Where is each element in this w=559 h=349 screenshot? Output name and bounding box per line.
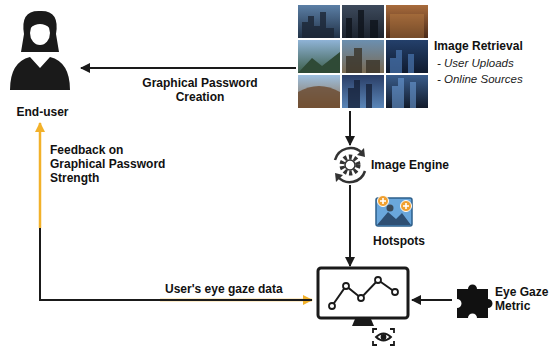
connector	[40, 123, 312, 300]
connector-line	[412, 299, 452, 301]
monitor-node	[312, 266, 412, 346]
connector-line	[349, 185, 351, 266]
image-engine-node: Image Engine	[333, 145, 483, 185]
puzzle-icon	[457, 285, 493, 319]
connector	[81, 68, 296, 69]
image-grid	[298, 5, 428, 108]
edge-label: Feedback on Graphical Password Strength	[48, 143, 177, 185]
node-label: End-user	[5, 105, 80, 119]
node-heading: Image Retrieval	[434, 39, 523, 53]
eye-icon	[373, 329, 394, 345]
connector-line	[40, 123, 312, 300]
connector	[350, 185, 351, 266]
node-label: Image Engine	[371, 158, 449, 172]
connector	[40, 123, 312, 300]
connector-line	[81, 67, 296, 69]
highlight-line	[39, 123, 42, 228]
source-item: - Online Sources	[437, 73, 523, 85]
source-item: - User Uploads	[437, 57, 514, 69]
gear-icon	[335, 148, 365, 182]
node-label: Eye Gaze Metric	[495, 285, 555, 313]
connector-line	[40, 123, 312, 300]
eye-gaze-metric-node: Eye Gaze Metric	[452, 281, 556, 321]
connector	[412, 300, 452, 301]
edge-label: User's eye gaze data	[163, 282, 285, 296]
user-icon	[10, 11, 70, 90]
connector	[350, 111, 351, 145]
hotspot-icon	[376, 196, 412, 227]
hotspots-node: Hotspots	[368, 193, 431, 251]
user-node: End-user	[5, 5, 81, 123]
edge-label: Graphical Password Creation	[118, 76, 282, 104]
node-label: Hotspots	[368, 234, 430, 248]
monitor-icon	[318, 268, 408, 326]
image-retrieval-node: Image Retrieval - User Uploads - Online So…	[296, 3, 556, 111]
connector-line	[349, 111, 351, 145]
